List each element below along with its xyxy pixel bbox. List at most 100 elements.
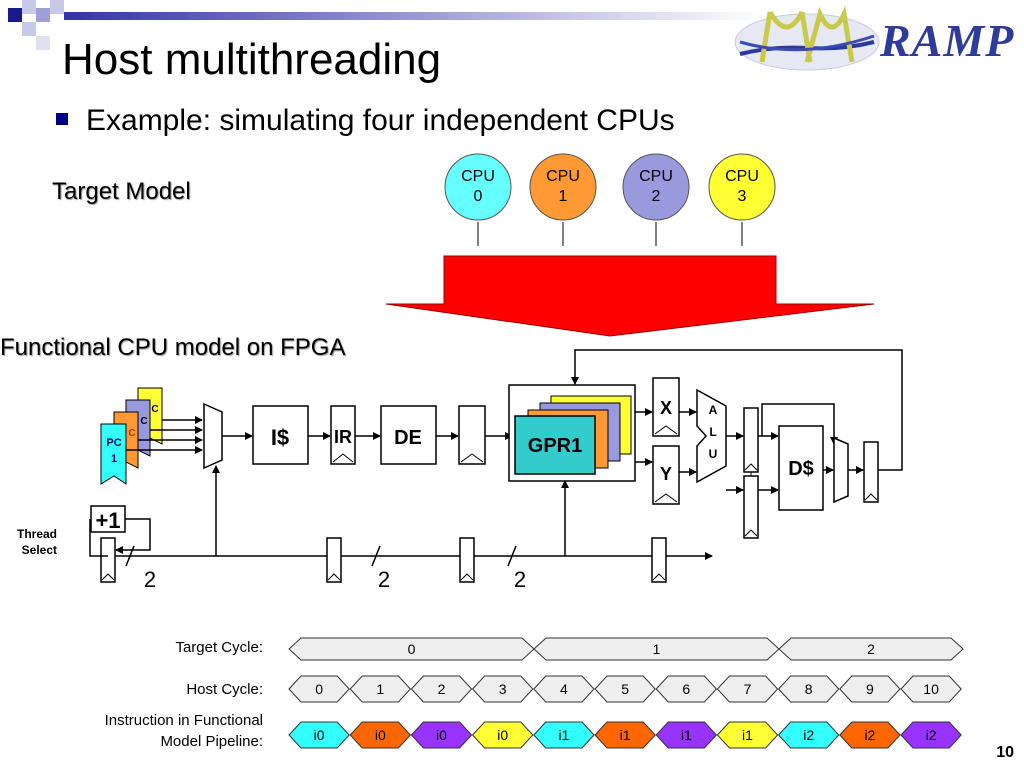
host-cycle-cell-label: 8 xyxy=(805,681,813,697)
icache-label: I$ xyxy=(271,425,289,450)
host-cycle-cell-label: 3 xyxy=(499,681,507,697)
instruction-cell xyxy=(777,721,840,749)
alu-letter-a: A xyxy=(709,403,718,417)
page-number: 10 xyxy=(996,744,1014,761)
x-label: X xyxy=(660,398,672,418)
cpu-1-line1: CPU xyxy=(546,168,580,185)
host-cycle-cell xyxy=(839,675,901,703)
instruction-cell-label: i2 xyxy=(864,727,875,743)
cpu-circle-0: CPU 0 xyxy=(444,153,512,246)
icache-block xyxy=(252,405,309,465)
alu-output-register xyxy=(743,407,759,473)
square-bullet-icon xyxy=(56,113,68,126)
x-register: X xyxy=(652,377,680,437)
pc-register-stack: C C C PC 1 xyxy=(100,387,163,485)
host-cycle-cell-label: 2 xyxy=(438,681,446,697)
instruction-cell xyxy=(594,721,656,749)
thread-select-label-2: Select xyxy=(22,543,57,557)
instruction-cell xyxy=(410,721,473,749)
cpu-3-line1: CPU xyxy=(725,168,759,185)
bullet-text: Example: simulating four independent CPU… xyxy=(86,104,675,137)
svg-text:C: C xyxy=(128,428,135,439)
host-cycle-cell-label: 4 xyxy=(560,681,568,697)
host-cycle-cell xyxy=(288,675,350,703)
instruction-cell-label: i2 xyxy=(926,727,937,743)
target-cycle-cell-label: 2 xyxy=(867,641,875,657)
host-cycle-cell-label: 10 xyxy=(923,681,939,697)
host-cycle-cell xyxy=(533,675,595,703)
target-cycle-cell-label: 0 xyxy=(408,641,416,657)
pc-to-mux-wires xyxy=(126,416,203,454)
host-cycle-cell xyxy=(594,675,656,703)
svg-text:C: C xyxy=(140,416,147,427)
thread-register-1 xyxy=(326,537,342,583)
cpu-2-line2: 2 xyxy=(652,188,661,205)
instruction-cell xyxy=(471,721,534,749)
instruction-cell xyxy=(288,721,350,749)
host-cycle-cell-label: 0 xyxy=(315,681,323,697)
ramp-logo-bridge xyxy=(734,5,880,71)
svg-text:C: C xyxy=(151,404,158,415)
cpu-circle-3: CPU 3 xyxy=(708,153,776,246)
cpu-0-line2: 0 xyxy=(474,188,483,205)
alu-letter-u: U xyxy=(709,447,718,461)
ir-register: IR xyxy=(330,405,356,465)
instruction-cell xyxy=(655,721,718,749)
target-cycle-cell-label: 1 xyxy=(653,641,661,657)
gpr-label: GPR1 xyxy=(528,435,582,457)
bus-width-1: 2 xyxy=(144,567,156,592)
host-cycle-cell-label: 1 xyxy=(376,681,384,697)
pc-number: 1 xyxy=(111,453,117,465)
instruction-cell-label: i1 xyxy=(620,727,631,743)
pc-label: PC xyxy=(106,437,121,449)
instruction-cell-label: i1 xyxy=(742,727,753,743)
instruction-cell-label: i0 xyxy=(314,727,325,743)
thread-register-2 xyxy=(459,537,475,583)
instruction-cell xyxy=(716,721,779,749)
instruction-cell-label: i1 xyxy=(558,727,569,743)
y-register: Y xyxy=(652,445,680,505)
instruction-cell-label: i1 xyxy=(681,727,692,743)
host-cycle-cell xyxy=(410,675,473,703)
decode-label: DE xyxy=(394,427,422,449)
dcache-block xyxy=(778,425,824,511)
ir-label: IR xyxy=(334,427,352,447)
cpu-circle-1: CPU 1 xyxy=(529,153,597,246)
target-cycle-row: 0 1 2 xyxy=(288,637,964,661)
instruction-cell-label: i0 xyxy=(497,727,508,743)
host-cycle-cell xyxy=(471,675,534,703)
host-cycle-cell-label: 9 xyxy=(866,681,874,697)
incrementer-label: +1 xyxy=(95,508,120,533)
host-cycle-cell xyxy=(655,675,718,703)
target-model-caption: Target Model xyxy=(52,178,191,205)
pc-mux xyxy=(203,402,223,470)
thread-register-3 xyxy=(651,537,667,583)
host-cycle-cell-label: 5 xyxy=(621,681,629,697)
host-cycle-label: Host Cycle: xyxy=(186,681,263,698)
target-cycle-label: Target Cycle: xyxy=(175,639,263,656)
cpu-1-line2: 1 xyxy=(559,188,568,205)
host-cycle-cell xyxy=(716,675,779,703)
alu-letter-l: L xyxy=(709,425,716,439)
thread-register-0 xyxy=(100,537,116,583)
bus-width-3: 2 xyxy=(514,567,526,592)
slide-title: Host multithreading xyxy=(62,35,442,84)
instruction-cell xyxy=(839,721,901,749)
target-cycle-cell xyxy=(778,637,964,661)
writeback-mux xyxy=(833,436,849,504)
instr-label-line1: Instruction in Functional xyxy=(105,712,263,729)
alu-block xyxy=(696,388,727,484)
dcache-label: D$ xyxy=(788,458,814,480)
writeback-wire xyxy=(571,349,903,471)
cpu-3-line2: 3 xyxy=(738,188,747,205)
instruction-cell xyxy=(533,721,595,749)
ramp-logo-text: RAMP xyxy=(880,15,1015,66)
instruction-cell-label: i0 xyxy=(375,727,386,743)
host-cycle-cell xyxy=(777,675,840,703)
fpga-model-caption: Functional CPU model on FPGA xyxy=(0,334,346,361)
cpu-circle-2: CPU 2 xyxy=(622,153,690,246)
